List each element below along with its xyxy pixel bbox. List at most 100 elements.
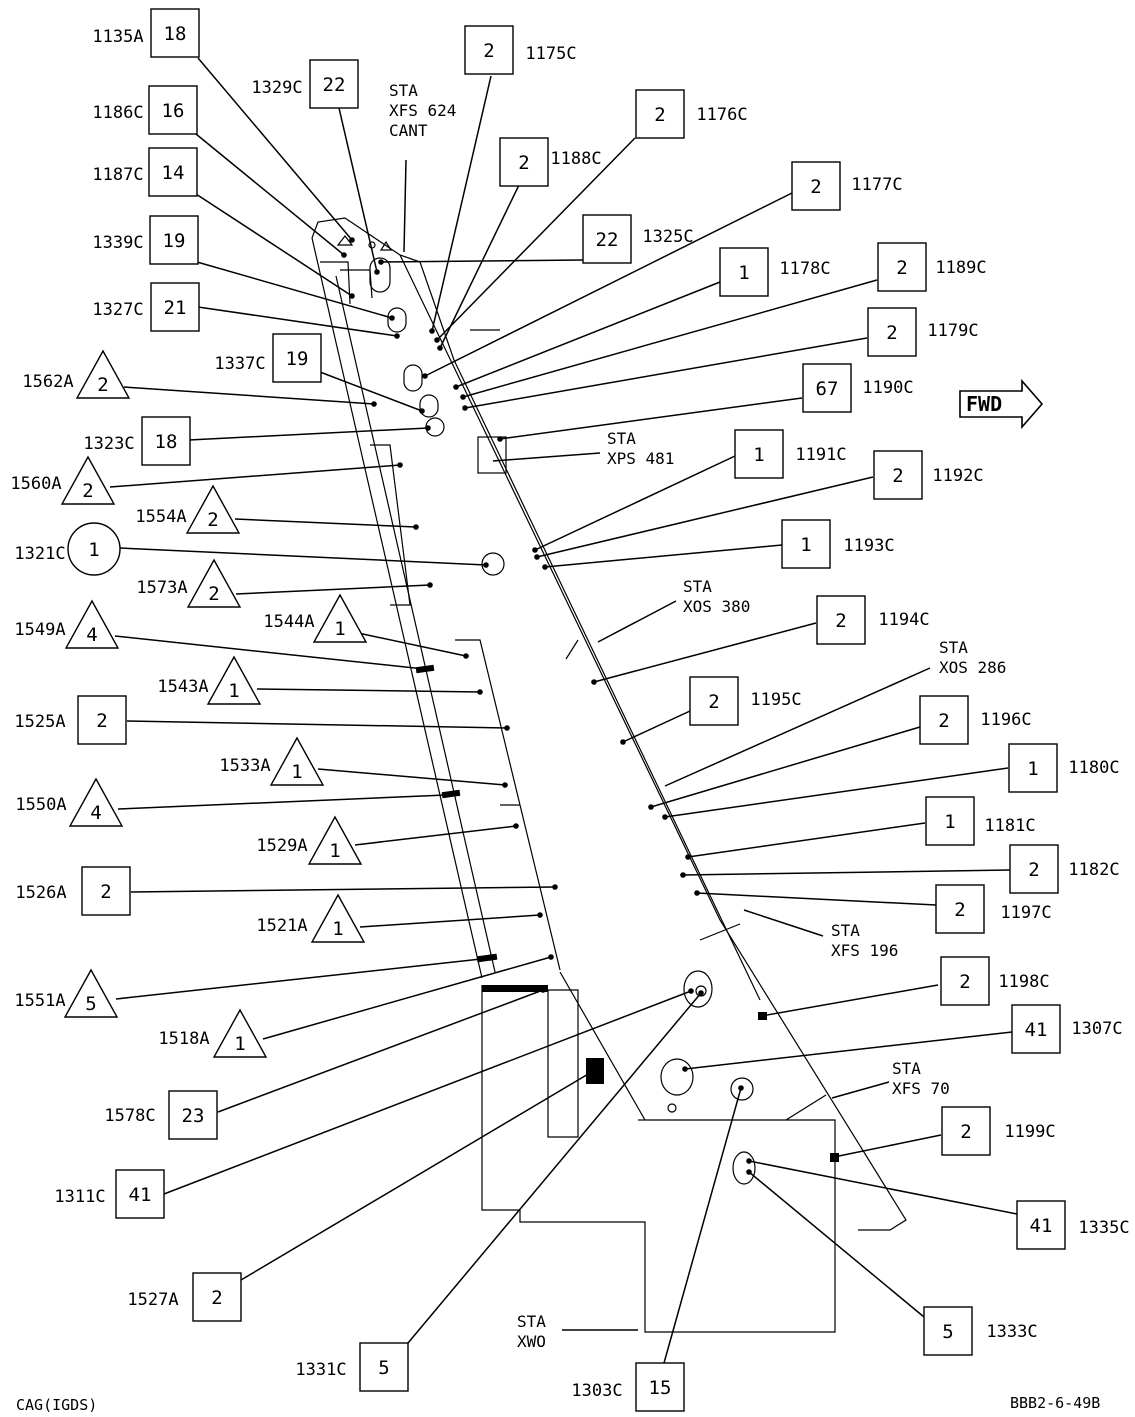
callout-value: 2 <box>207 509 218 531</box>
callout-code: 1321C <box>14 544 65 564</box>
leader-dot <box>443 792 449 798</box>
leader-line <box>256 688 481 693</box>
callout-triangle <box>310 893 366 943</box>
callout-code: 1527A <box>127 1290 178 1310</box>
leader-line <box>439 184 520 349</box>
callout-value: 21 <box>164 297 187 319</box>
leader-line <box>748 1171 925 1318</box>
callout-box <box>919 695 969 745</box>
leader-dot <box>460 394 466 400</box>
callout-code: 1177C <box>851 175 902 195</box>
leader-dot <box>394 333 400 339</box>
leader-line <box>682 869 1011 876</box>
leader-dot <box>397 462 403 468</box>
leader-line <box>464 337 868 409</box>
leader-dot <box>532 547 538 553</box>
leader-line <box>123 386 375 405</box>
callout-code: 1554A <box>135 507 186 527</box>
leader-line <box>119 547 487 566</box>
station-line <box>403 159 407 253</box>
leader-line <box>319 371 423 412</box>
leader-dot <box>425 425 431 431</box>
station-label-line: STA <box>607 429 636 448</box>
leader-dot <box>746 1158 752 1164</box>
leader-line <box>359 914 541 928</box>
callout-code: 1533A <box>219 756 270 776</box>
leader-dot <box>680 872 686 878</box>
leader-line <box>650 726 921 808</box>
callout-value: 1 <box>88 539 99 561</box>
leader-lines <box>109 57 1018 1364</box>
detail-marker <box>379 240 393 251</box>
leader-line <box>663 1087 742 1364</box>
callout-box <box>150 8 200 58</box>
structure-edge <box>399 254 907 1231</box>
leader-line <box>130 886 556 893</box>
callout-code: 1331C <box>295 1360 346 1380</box>
leader-line <box>196 261 393 319</box>
structure-edge <box>785 1094 827 1121</box>
leader-dot <box>831 1154 837 1160</box>
callout-triangle <box>312 593 368 643</box>
callout-box <box>1016 1200 1066 1250</box>
leader-dot <box>688 988 694 994</box>
callout-value: 67 <box>816 378 839 400</box>
callout-code: 1196C <box>980 710 1031 730</box>
callout-value: 2 <box>886 322 897 344</box>
callout-code: 1180C <box>1068 758 1119 778</box>
callout-code: 1307C <box>1071 1019 1122 1039</box>
leader-line <box>114 635 425 670</box>
leader-line <box>407 992 702 1344</box>
leader-dot <box>463 653 469 659</box>
callout-value: 2 <box>100 881 111 903</box>
structure-edge <box>311 217 455 361</box>
leader-line <box>317 768 506 786</box>
cutout-hole <box>403 364 423 392</box>
leader-dot <box>413 524 419 530</box>
callout-code: 1525A <box>14 712 65 732</box>
callout-box <box>81 866 131 916</box>
leader-line <box>338 107 378 273</box>
callout-value: 2 <box>896 257 907 279</box>
callout-value: 41 <box>129 1184 152 1206</box>
callout-code: 1191C <box>795 445 846 465</box>
leader-dot <box>513 823 519 829</box>
callout-code: 1521A <box>256 916 307 936</box>
leader-dot <box>453 384 459 390</box>
callout-triangle <box>206 655 262 705</box>
callout-code: 1518A <box>158 1029 209 1049</box>
callout-code: 1176C <box>696 105 747 125</box>
leader-line <box>536 476 874 558</box>
callout-1554a: 2 1554A <box>135 484 241 534</box>
leader-dot <box>421 666 427 672</box>
station-label-line: STA <box>831 921 860 940</box>
leader-dot <box>694 890 700 896</box>
footer-right-id: BBB2-6-49B <box>1010 1394 1100 1412</box>
callout-code: 1323C <box>83 434 134 454</box>
cutout-hole <box>387 307 407 333</box>
station-label-line: STA <box>517 1312 546 1331</box>
leader-line <box>115 957 491 1000</box>
callout-box <box>168 1090 218 1140</box>
leader-line <box>593 622 817 683</box>
leader-dot <box>427 582 433 588</box>
leader-dot <box>341 252 347 258</box>
structure-edge <box>455 639 561 971</box>
station-label-line: XWO <box>517 1332 546 1351</box>
callout-triangle <box>64 599 120 649</box>
